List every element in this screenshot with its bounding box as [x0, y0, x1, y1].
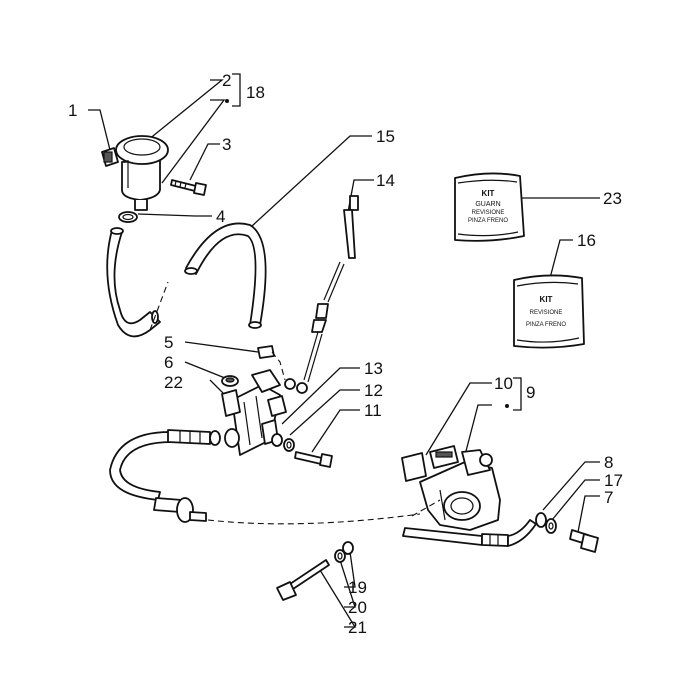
label-5: 5 — [164, 333, 173, 352]
brake-fluid-reservoir — [115, 135, 169, 211]
pivot-pin — [257, 345, 286, 381]
label-13: 13 — [364, 359, 383, 378]
kit-bag-23: KIT GUARN REVISIONE PINZA FRENO — [454, 172, 525, 242]
label-1: 1 — [68, 101, 77, 120]
label-3: 3 — [222, 135, 231, 154]
label-19: 19 — [348, 578, 367, 597]
banjo-washers — [535, 512, 557, 534]
kit-16-line3: PINZA FRENO — [526, 322, 566, 328]
caliper-bolt — [276, 559, 330, 601]
label-23: 23 — [603, 189, 622, 208]
brake-caliper — [411, 449, 501, 531]
push-rod — [296, 195, 359, 394]
caliper-hose — [402, 519, 537, 547]
label-14: 14 — [376, 171, 395, 190]
brake-pads — [401, 445, 459, 482]
kit-16-line2: REVISIONE — [530, 310, 563, 316]
label-15: 15 — [376, 127, 395, 146]
caliper-washers — [334, 541, 354, 563]
kit-23-line4: PINZA FRENO — [468, 218, 508, 224]
label-12: 12 — [364, 381, 383, 400]
reservoir-hose — [106, 227, 169, 338]
label-11: 11 — [364, 401, 382, 420]
label-9: 9 — [526, 383, 535, 402]
label-21: 21 — [348, 618, 367, 637]
long-hose — [184, 222, 267, 329]
cylinder-bolt — [294, 451, 333, 468]
label-7: 7 — [604, 488, 613, 507]
label-10: 10 — [494, 374, 513, 393]
kit-bag-16: KIT REVISIONE PINZA FRENO — [513, 274, 585, 349]
group-brackets — [232, 73, 522, 411]
label-17: 17 — [604, 471, 623, 490]
label-4: 4 — [216, 207, 225, 226]
bullet-dot — [225, 99, 229, 103]
kit-23-line1: KIT — [482, 189, 495, 198]
clip-part — [101, 147, 119, 167]
assembly-dash-line — [207, 513, 421, 525]
label-6: 6 — [164, 353, 173, 372]
label-2: 2 — [222, 71, 231, 90]
brake-hose — [109, 429, 221, 523]
part-reference-numbers: 1 2 18 3 4 15 14 23 16 5 6 22 13 12 11 1… — [68, 71, 623, 637]
label-16: 16 — [577, 231, 596, 250]
label-18: 18 — [246, 83, 265, 102]
label-20: 20 — [348, 598, 367, 617]
reservoir-screw — [170, 179, 207, 196]
banjo-bolt — [569, 529, 599, 553]
label-22: 22 — [164, 373, 183, 392]
grommet — [221, 375, 239, 387]
hose-clip — [118, 211, 138, 223]
master-cylinder — [221, 369, 296, 456]
kit-23-line3: REVISIONE — [472, 210, 505, 216]
leader-lines — [88, 79, 600, 628]
bullet-dot — [505, 404, 509, 408]
cylinder-washers — [271, 433, 295, 452]
kit-23-line2: GUARN — [475, 201, 500, 208]
kit-16-line1: KIT — [540, 295, 553, 304]
label-8: 8 — [604, 453, 613, 472]
